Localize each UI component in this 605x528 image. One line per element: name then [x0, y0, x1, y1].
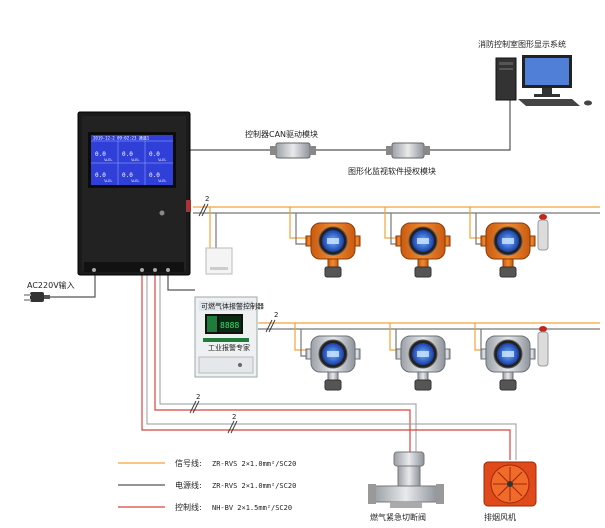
orange-gas-detector-1 — [305, 222, 361, 278]
top-bus — [193, 206, 600, 214]
lcd-cell-2: 0.0 — [122, 151, 133, 158]
legend-label-power: 电源线: — [175, 480, 202, 490]
lcd-header: 2019-12-2 09:02:23 通道1 — [93, 135, 150, 141]
legend-spec-signal: ZR-RVS 2×1.0mm²/SC20 — [212, 460, 296, 468]
can-line — [190, 98, 511, 151]
wire-count-valve: 2 — [196, 393, 200, 401]
lcd-unit-2: %LEL — [131, 158, 139, 162]
box-footer: 工业报警专家 — [208, 343, 250, 352]
gas-alarm-controller — [77, 111, 191, 276]
can-module-icon — [270, 142, 316, 159]
orange-gas-detector-3 — [480, 222, 536, 278]
lcd-unit-6: %LEL — [158, 179, 166, 183]
lcd-cell-5: 0.0 — [122, 172, 133, 179]
auth-module-icon — [386, 142, 430, 159]
wire-count-marks — [189, 203, 276, 434]
wire-count-fan: 2 — [232, 413, 236, 421]
ac-line — [50, 270, 96, 298]
secondary-controller-box — [194, 296, 258, 378]
legend-label-control: 控制线: — [175, 502, 202, 512]
silver-gas-detector-3 — [480, 335, 536, 391]
silver-gas-detector-1 — [305, 335, 361, 391]
legend-label-signal: 信号线: — [175, 458, 202, 468]
legend-spec-power: ZR-RVS 2×1.0mm²/SC20 — [212, 482, 296, 490]
box-display: 8888 — [220, 321, 239, 330]
label-gas-valve: 燃气紧急切断阀 — [370, 512, 426, 522]
lcd-unit-1: %LEL — [104, 158, 112, 162]
silver-gas-detector-2 — [395, 335, 451, 391]
lcd-unit-5: %LEL — [131, 179, 139, 183]
lcd-unit-3: %LEL — [158, 158, 166, 162]
alarm-light-middle — [537, 326, 549, 367]
legend-spec-control: NH-BV 2×1.5mm²/SC20 — [212, 504, 292, 512]
label-ac-input: AC220V输入 — [27, 280, 75, 290]
lcd-cell-1: 0.0 — [95, 151, 106, 158]
lcd-unit-4: %LEL — [104, 179, 112, 183]
legend — [118, 462, 165, 508]
box-title: 可燃气体报警控制器 — [201, 302, 264, 311]
power-plug-icon — [24, 292, 50, 302]
lcd-cell-6: 0.0 — [149, 172, 160, 179]
computer-icon — [495, 55, 592, 106]
label-auth-module: 图形化监视软件授权模块 — [348, 166, 436, 176]
lcd-cell-3: 0.0 — [149, 151, 160, 158]
orange-gas-detector-2 — [395, 222, 451, 278]
label-fire-control-system: 消防控制室图形显示系统 — [478, 39, 566, 49]
relay-module — [205, 247, 233, 275]
lcd-cell-4: 0.0 — [95, 172, 106, 179]
control-lines — [141, 275, 517, 460]
wire-count-middle: 2 — [274, 311, 278, 319]
label-exhaust-fan: 排烟风机 — [484, 512, 516, 522]
label-can-module: 控制器CAN驱动模块 — [245, 129, 318, 139]
exhaust-fan — [483, 461, 537, 507]
wire-count-top: 2 — [205, 195, 209, 203]
controller-lcd — [91, 135, 173, 185]
alarm-light-top — [537, 214, 549, 251]
gas-shutoff-valve — [368, 451, 444, 508]
